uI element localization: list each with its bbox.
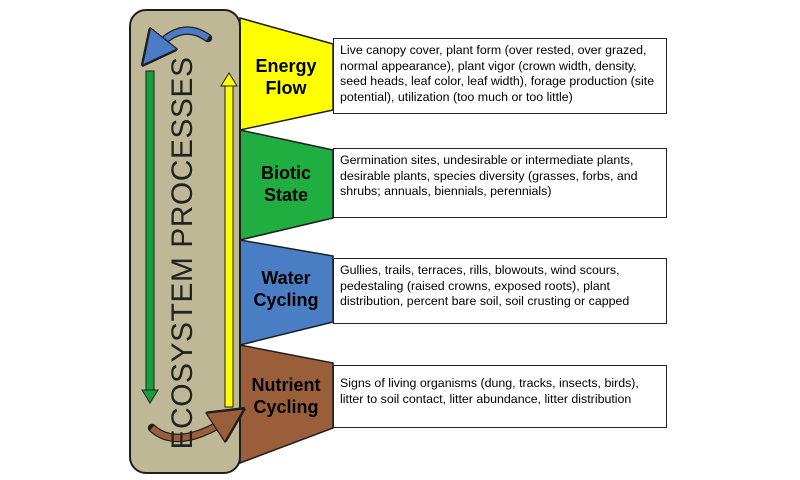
water-cycling-title-line2: Cycling — [253, 290, 319, 310]
nutrient-cycling-title-line2: Cycling — [253, 396, 319, 417]
blue-curved-arrow-fill — [153, 31, 210, 52]
ecosystem-processes-title: ECOSYSTEM PROCESSES — [166, 56, 199, 450]
biotic-state-title-line2: State — [263, 185, 308, 205]
brown-curved-arrow-fill — [149, 418, 230, 438]
water-cycling-title: Water Cycling — [240, 256, 332, 322]
energy-flow-title: Energy Flow — [240, 44, 332, 110]
green-down-arrow — [141, 70, 159, 404]
biotic-state-description: Germination sites, undesirable or interm… — [333, 148, 667, 218]
biotic-state-title: Biotic State — [240, 150, 332, 218]
nutrient-cycling-description: Signs of living organisms (dung, tracks,… — [333, 365, 667, 428]
ecosystem-panel — [129, 9, 241, 474]
water-cycling-description: Gullies, trails, terraces, rills, blowou… — [333, 258, 667, 324]
water-cycling-title-line1: Water — [261, 268, 311, 288]
energy-flow-title-line1: Energy — [255, 56, 317, 76]
energy-flow-title-line2: Flow — [265, 78, 307, 98]
nutrient-cycling-title-line1: Nutrient — [251, 374, 321, 395]
nutrient-cycling-title: Nutrient Cycling — [240, 363, 332, 428]
biotic-state-title-line1: Biotic — [260, 163, 311, 183]
energy-flow-description: Live canopy cover, plant form (over rest… — [333, 38, 667, 114]
